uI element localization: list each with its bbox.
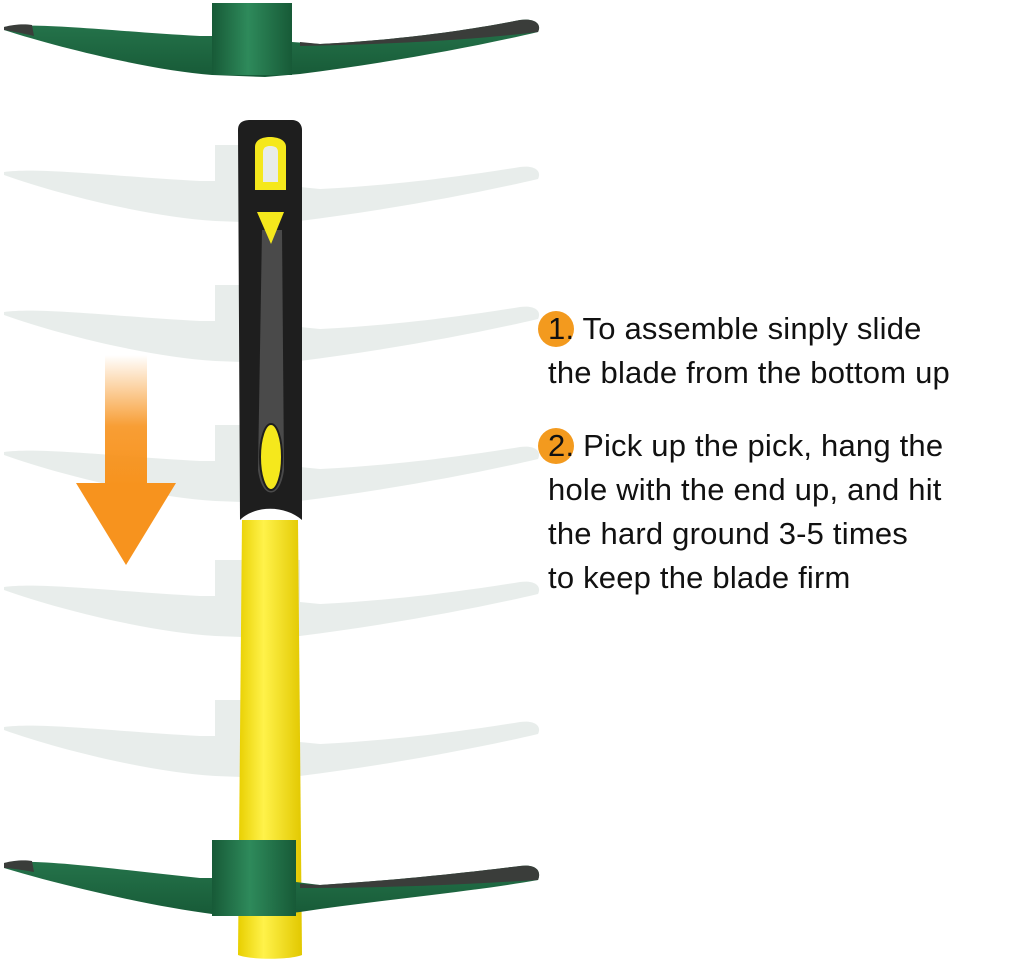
step-number: 2.	[548, 428, 575, 463]
step-number: 1.	[548, 311, 575, 346]
step-number-badge	[538, 428, 574, 464]
step-text-line: Pick up the pick, hang the	[583, 428, 944, 463]
step-text-line: the blade from the bottom up	[548, 355, 950, 390]
bottom-blade	[4, 840, 540, 916]
step-text-line: to keep the blade firm	[548, 560, 851, 595]
step-number-badge	[538, 311, 574, 347]
step-text-line: hole with the end up, and hit	[548, 472, 942, 507]
top-blade	[4, 3, 540, 77]
step-text-line: the hard ground 3-5 times	[548, 516, 908, 551]
down-arrow-icon	[76, 355, 176, 565]
instruction-step-2: 2. Pick up the pick, hang the hole with …	[538, 424, 944, 600]
handle	[238, 120, 302, 959]
step-text-line: To assemble sinply slide	[582, 311, 922, 346]
instruction-step-1: 1. To assemble sinply slide the blade fr…	[538, 307, 950, 395]
